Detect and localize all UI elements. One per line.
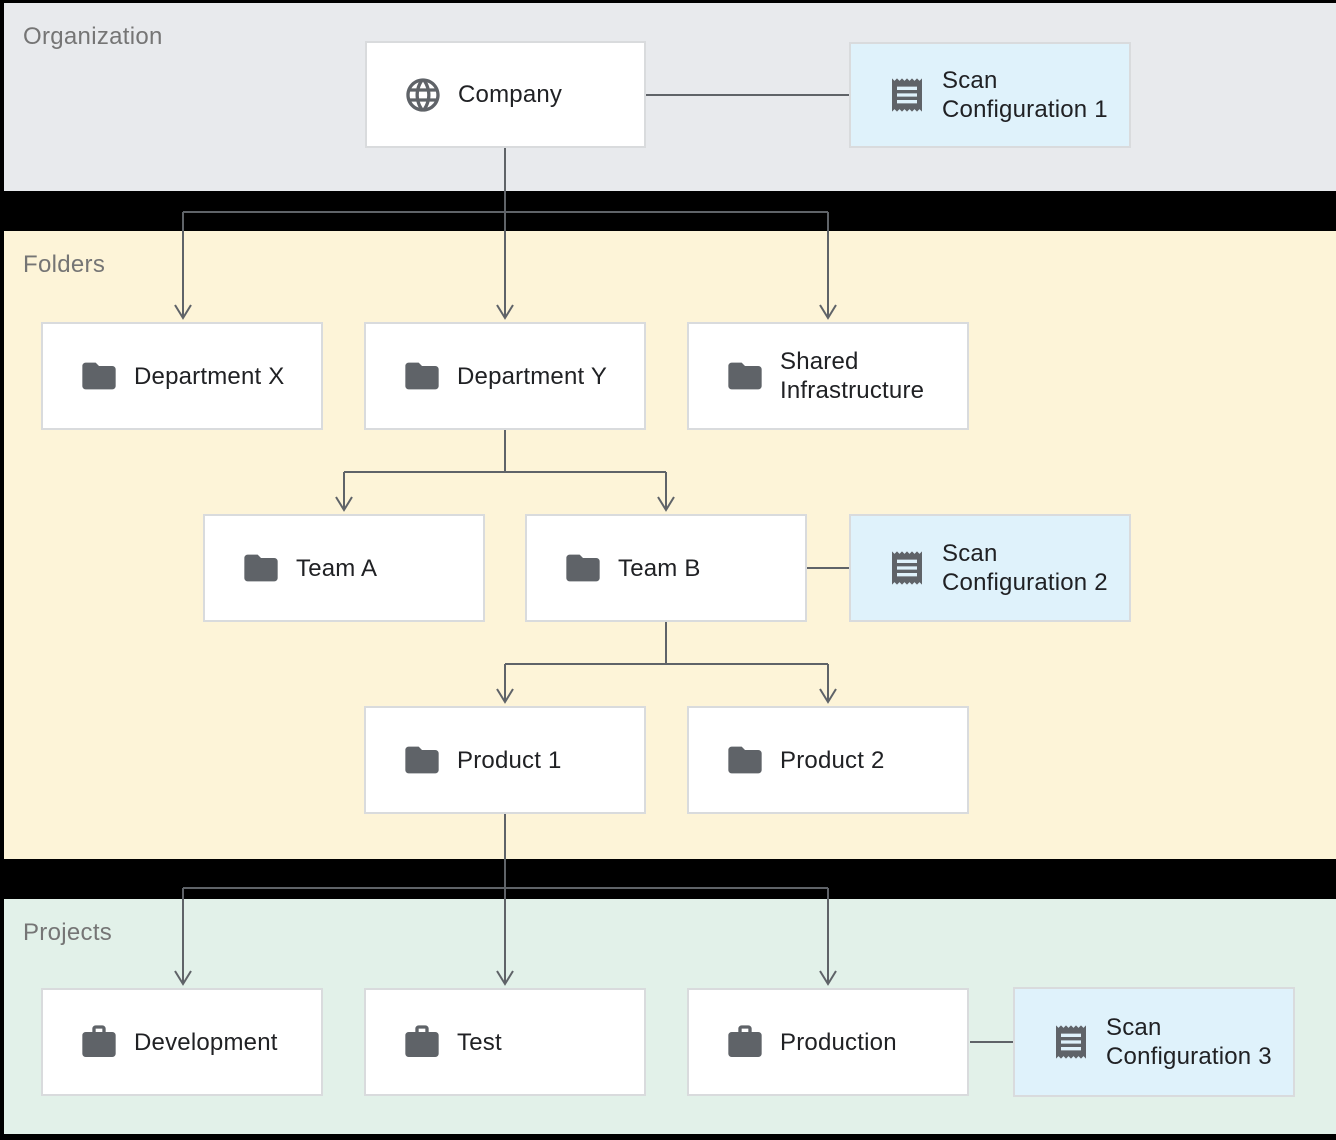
- node-label: Team A: [296, 554, 378, 582]
- node-development: Development: [41, 988, 323, 1096]
- folder-icon: [725, 356, 765, 396]
- node-label: Product 1: [457, 746, 562, 774]
- section-label-folders: Folders: [23, 251, 106, 278]
- node-label: Shared Infrastructure: [780, 348, 925, 404]
- node-product-1: Product 1: [364, 706, 646, 814]
- folder-icon: [402, 356, 442, 396]
- folder-icon: [241, 548, 281, 588]
- section-organization: Organization: [4, 3, 1336, 191]
- folder-icon: [79, 356, 119, 396]
- briefcase-icon: [725, 1022, 765, 1062]
- node-shared-infrastructure: Shared Infrastructure: [687, 322, 969, 430]
- node-label: Scan Configuration 3: [1106, 1014, 1272, 1070]
- node-company: Company: [365, 41, 646, 148]
- briefcase-icon: [79, 1022, 119, 1062]
- node-label: Scan Configuration 1: [942, 67, 1108, 123]
- node-label: Department X: [134, 362, 285, 390]
- folder-icon: [725, 740, 765, 780]
- section-label-projects: Projects: [23, 919, 113, 946]
- node-product-2: Product 2: [687, 706, 969, 814]
- node-label: Production: [780, 1028, 897, 1056]
- receipt-icon: [1051, 1022, 1091, 1062]
- node-label: Development: [134, 1028, 278, 1056]
- node-test: Test: [364, 988, 646, 1096]
- node-label: Product 2: [780, 746, 885, 774]
- node-scan-config-3: Scan Configuration 3: [1013, 987, 1295, 1097]
- receipt-icon: [887, 75, 927, 115]
- folder-icon: [402, 740, 442, 780]
- node-team-b: Team B: [525, 514, 807, 622]
- node-production: Production: [687, 988, 969, 1096]
- node-label: Team B: [618, 554, 701, 582]
- folder-icon: [563, 548, 603, 588]
- node-label: Company: [458, 81, 563, 108]
- receipt-icon: [887, 548, 927, 588]
- node-team-a: Team A: [203, 514, 485, 622]
- node-label: Scan Configuration 2: [942, 540, 1108, 596]
- globe-icon: [403, 75, 443, 115]
- node-department-y: Department Y: [364, 322, 646, 430]
- node-department-x: Department X: [41, 322, 323, 430]
- node-label: Test: [457, 1028, 502, 1056]
- node-scan-config-1: Scan Configuration 1: [849, 42, 1131, 148]
- node-scan-config-2: Scan Configuration 2: [849, 514, 1131, 622]
- section-label-organization: Organization: [23, 23, 163, 50]
- briefcase-icon: [402, 1022, 442, 1062]
- node-label: Department Y: [457, 362, 608, 390]
